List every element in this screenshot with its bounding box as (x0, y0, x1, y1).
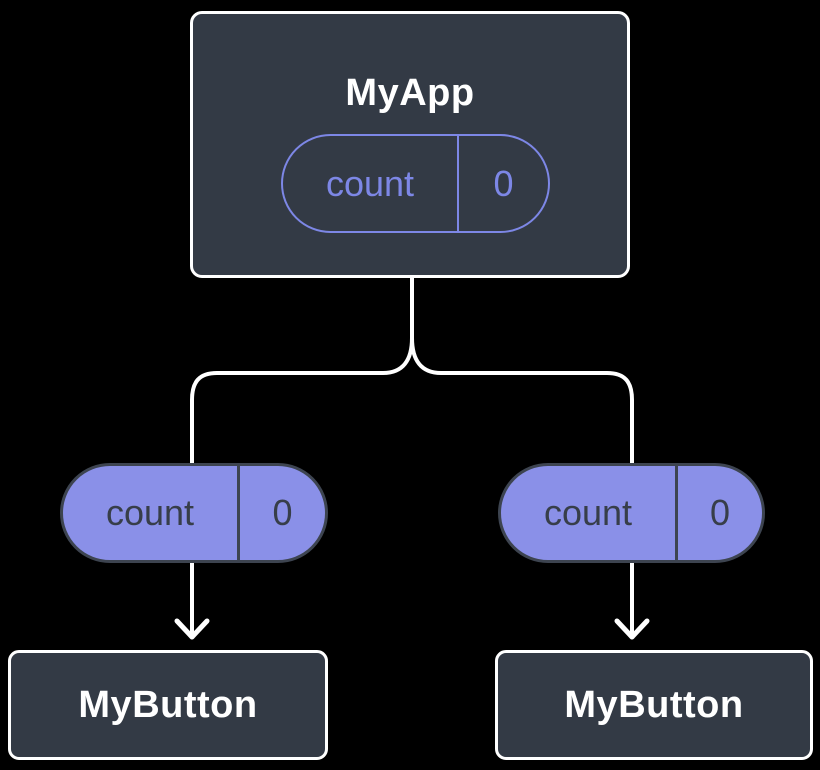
child-node-mybutton-right: MyButton (495, 650, 813, 760)
prop-pill-left-label: count (105, 492, 195, 533)
prop-pill-left: count 0 (60, 463, 328, 563)
prop-pill-right: count 0 (498, 463, 765, 563)
prop-pill-left-value: 0 (237, 466, 325, 560)
root-node-myapp: MyApp count 0 (190, 11, 630, 278)
state-pill-value: 0 (457, 136, 548, 231)
state-pill: count 0 (281, 134, 550, 233)
child-node-right-title: MyButton (564, 683, 744, 726)
arrow-head-right-icon (614, 618, 650, 640)
connector-fork-branch-left (190, 336, 414, 466)
state-pill-label: count (325, 162, 415, 204)
root-node-title: MyApp (345, 72, 475, 114)
child-node-left-title: MyButton (78, 683, 258, 726)
child-node-mybutton-left: MyButton (8, 650, 328, 760)
prop-pill-right-label: count (543, 492, 633, 533)
arrow-head-left-icon (174, 618, 210, 640)
prop-pill-right-value: 0 (675, 466, 762, 560)
connector-fork-branch-right (410, 336, 634, 466)
